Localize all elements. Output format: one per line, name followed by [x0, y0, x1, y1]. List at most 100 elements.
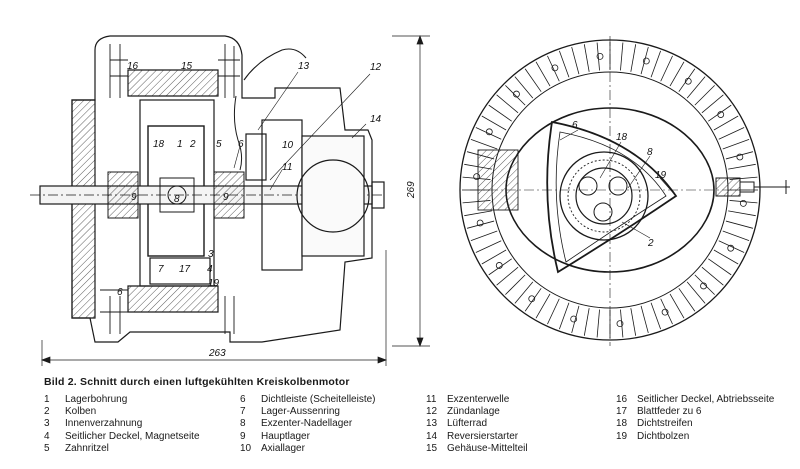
cooling-fin	[722, 139, 750, 150]
cooling-fin	[470, 139, 498, 150]
cooling-fins-top	[109, 44, 240, 98]
left-wall-hatch	[71, 99, 96, 319]
legend-item-number: 2	[44, 406, 50, 418]
cooling-fin	[708, 104, 732, 122]
ignition-unit	[245, 133, 267, 181]
legend-item-number: 12	[426, 406, 438, 418]
callout-label: 3	[208, 249, 214, 260]
triangular-rotor	[546, 120, 678, 274]
callout-label: 10	[282, 140, 294, 151]
spark-plug	[715, 177, 790, 197]
callout-label: 1	[177, 139, 183, 150]
legend-item-number: 4	[44, 430, 50, 442]
lower-bearing-block	[149, 257, 211, 285]
bolt-hole	[528, 295, 536, 303]
cooling-fin	[718, 127, 745, 140]
cooling-fin	[694, 85, 715, 106]
dimension-263	[41, 250, 387, 366]
cooling-fin	[708, 258, 732, 276]
ignition-cable	[243, 48, 307, 81]
legend-item-text: Exzenter-Nadellager	[261, 418, 353, 430]
cooling-fin	[718, 240, 745, 253]
bolt-hole	[736, 153, 744, 161]
bolt-hole	[495, 262, 503, 269]
cooling-fin	[571, 46, 580, 75]
legend-item-text: Hauptlager	[261, 430, 310, 442]
legend-item-number: 8	[240, 418, 246, 430]
callout-label: 4	[207, 264, 213, 275]
cooling-fin	[475, 127, 502, 140]
engine-cross-section-drawing: 16 15 13 12 14 18 1 2 5 6 10 11 9 8 9 3 …	[30, 35, 790, 366]
cooling-fins-bottom	[109, 296, 235, 334]
callout-label: 17	[179, 264, 191, 275]
callout-leaders-right	[559, 129, 677, 239]
dimension-height-label: 269	[406, 181, 417, 199]
cooling-fin	[660, 55, 673, 82]
cooling-fin	[547, 298, 560, 325]
cooling-fin	[722, 230, 750, 241]
legend-item-text: Dichtbolzen	[637, 430, 690, 442]
callout-label: 6	[117, 287, 123, 298]
center-housing-bottom	[127, 285, 219, 313]
callout-label: 7	[158, 264, 164, 275]
bolt-hole	[700, 282, 707, 290]
legend-item-number: 1	[44, 394, 50, 405]
cooling-fin	[650, 50, 661, 78]
callout-label: 19	[208, 278, 220, 289]
bolt-hole	[684, 77, 692, 85]
cooling-fin	[571, 305, 580, 334]
legend-item-number: 13	[426, 418, 438, 430]
reversing-starter	[301, 135, 365, 257]
callout-leaders-left	[233, 71, 371, 191]
cooling-fin	[725, 220, 754, 229]
callout-label: 2	[647, 238, 654, 249]
cooling-fin	[630, 44, 637, 72]
bolt-hole	[717, 111, 725, 118]
cooling-fin	[496, 266, 519, 286]
legend-item-text: Kolben	[65, 406, 97, 418]
cooling-fin	[713, 115, 739, 131]
cooling-fin	[640, 46, 649, 75]
cooling-fin	[514, 281, 534, 304]
bolt-hole	[513, 90, 520, 98]
callouts-right-view: 6 18 8 19 2	[572, 120, 667, 249]
cooling-fin	[481, 115, 507, 131]
cooling-fin	[701, 94, 724, 114]
bolt-hole	[616, 320, 624, 328]
bolt-hole	[727, 244, 735, 252]
cooling-fin	[514, 76, 534, 99]
cooling-fin	[686, 76, 706, 99]
cooling-fin	[475, 240, 502, 253]
cooling-fin	[620, 42, 624, 71]
bolt-hole	[642, 57, 650, 65]
bolt-hole	[476, 219, 484, 227]
legend-item-number: 14	[426, 430, 438, 442]
cooling-fin	[620, 309, 624, 338]
callout-label: 2	[189, 139, 196, 150]
callout-label: 18	[616, 132, 628, 143]
cooling-fin	[640, 305, 649, 334]
main-bearings	[107, 171, 245, 219]
callout-label: 9	[223, 192, 229, 203]
intake-port	[477, 149, 519, 211]
cooling-fin	[559, 302, 570, 330]
callout-label: 6	[238, 139, 244, 150]
bolt-hole	[661, 308, 669, 316]
callout-label: 19	[655, 170, 667, 181]
cooling-fin	[488, 258, 512, 276]
bolt-hole	[596, 52, 604, 60]
